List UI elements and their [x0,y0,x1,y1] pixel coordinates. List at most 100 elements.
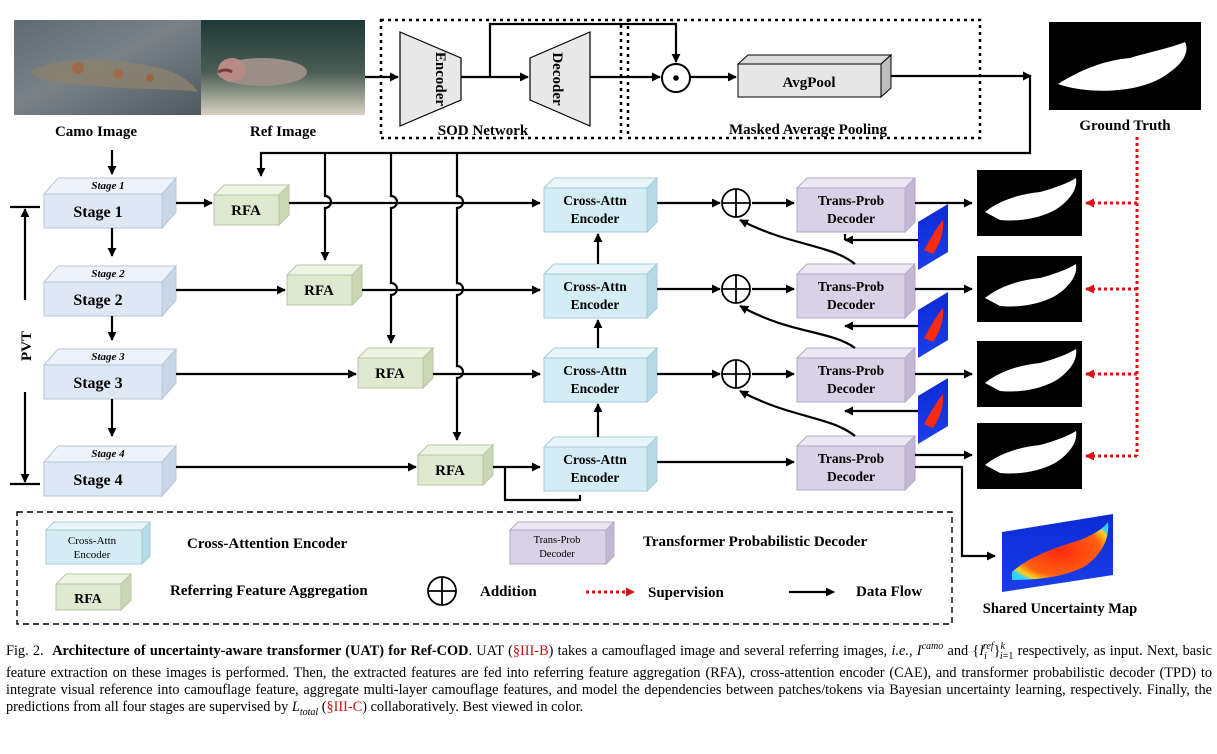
encoder-label: Encoder [432,52,448,107]
pvt-bracket [10,205,40,486]
prediction-mask-2 [977,256,1082,322]
stage-1-block: Stage 1 Stage 1 [42,176,178,230]
legend-cae-text: Cross-Attention Encoder [187,536,347,552]
stage-2-block: Stage 2 Stage 2 [42,264,178,318]
cae-2-line1: Cross-Attn [563,279,627,294]
stage-2-tag: Stage 2 [91,268,125,280]
ground-truth-label: Ground Truth [1079,118,1171,134]
decoder-label: Decoder [549,52,565,106]
tpd-4-line2: Decoder [827,469,875,484]
cae-1-line1: Cross-Attn [563,193,627,208]
caption-text-1: . UAT ( [468,642,513,659]
prediction-mask-3 [977,341,1082,407]
addition-operator-3 [721,359,751,389]
tpd-3-line1: Trans-Prob [818,363,884,378]
caption-text-2: ) takes a camouflaged image and several … [548,642,892,659]
cae-1-line2: Encoder [571,211,620,226]
rfa-1-label: RFA [231,203,261,219]
tpd-4-line1: Trans-Prob [818,451,884,466]
stage-3-label: Stage 3 [73,375,122,392]
rfa-4-label: RFA [435,463,465,479]
stage-4-block: Stage 4 Stage 4 [42,444,178,498]
stage-3-block: Stage 3 Stage 3 [42,347,178,401]
sod-network-label: SOD Network [438,123,529,139]
legend-box [16,511,953,625]
caption-title: Architecture of uncertainty-aware transf… [52,642,469,659]
legend-rfa-text: Referring Feature Aggregation [170,583,368,599]
caption-text-6: ( [318,699,327,716]
legend-tpd-swatch: Trans-Prob Decoder [508,520,616,566]
legend-rfa-swatch: RFA [54,572,133,612]
tpd-to-prediction-arrows [915,198,996,561]
decoder-block: Decoder [529,31,591,127]
legend-tpd-text: Transformer Probabilistic Decoder [643,534,867,550]
rfa-block-3: RFA [356,346,435,390]
tpd-1-line2: Decoder [827,211,875,226]
uncertainty-map-small-3 [918,378,948,444]
legend-cae-box-line2: Encoder [74,549,111,561]
legend-dataflow-text: Data Flow [856,584,922,600]
cae-block-3: Cross-Attn Encoder [542,346,659,404]
ref-image-label: Ref Image [250,124,317,140]
caption-fig-number: Fig. 2. [6,642,44,659]
tpd-1-line1: Trans-Prob [818,193,884,208]
caption-text-3: , [908,642,913,659]
rfa-block-1: RFA [212,183,291,227]
sod-network-box [379,18,623,140]
architecture-diagram: Camo Image Ref Image Encoder Decoder SOD… [10,18,1201,625]
stage-4-label: Stage 4 [73,472,122,489]
tpd-block-2: Trans-Prob Decoder [795,262,917,320]
legend-cae-box-line1: Cross-Attn [68,535,117,547]
ground-truth-image [1049,22,1201,110]
rfa-block-4: RFA [416,443,495,487]
rfa-2-label: RFA [304,283,334,299]
masked-pooling-label: Masked Average Pooling [729,122,888,138]
stage-4-tag: Stage 4 [91,448,125,460]
stage-2-label: Stage 2 [73,292,122,309]
prediction-mask-4 [977,423,1082,489]
legend-tpd-box-line1: Trans-Prob [534,535,581,546]
cae-block-1: Cross-Attn Encoder [542,176,659,234]
rfa-3-label: RFA [375,366,405,382]
uncertainty-map-small-1 [918,204,948,270]
stage-1-label: Stage 1 [73,204,122,221]
uncertainty-feedback-arrows [739,219,918,437]
addition-operator-1 [721,188,751,218]
caption-math-loss: Ltotal [291,699,319,719]
supervision-lines [1085,137,1139,461]
avgpool-block: AvgPool [736,53,893,99]
caption-math-ref: {Iiref}ki=1 [972,641,1014,662]
pvt-label: PVT [19,331,35,361]
caption-text-7: ) collaboratively. Best viewed in color. [362,699,584,716]
avgpool-label: AvgPool [782,75,835,91]
tpd-2-line1: Trans-Prob [818,279,884,294]
cae-to-tpd-arrows [657,198,795,467]
cae-4-line1: Cross-Attn [563,452,627,467]
caption-ie: i.e. [891,642,909,659]
cae-3-line1: Cross-Attn [563,363,627,378]
tpd-2-line2: Decoder [827,297,875,312]
caption-text-4: and [943,642,973,659]
stage-1-tag: Stage 1 [91,180,124,192]
figure-caption: Fig. 2. Architecture of uncertainty-awar… [6,638,1212,721]
cae-block-2: Cross-Attn Encoder [542,262,659,320]
legend-supervision-text: Supervision [648,585,725,601]
addition-operator-2 [721,274,751,304]
stage-3-tag: Stage 3 [91,351,125,363]
cae-2-line2: Encoder [571,297,620,312]
legend-cae-swatch: Cross-Attn Encoder [44,520,152,566]
camo-image-label: Camo Image [55,124,137,140]
ref-image [201,20,365,115]
tpd-3-line2: Decoder [827,381,875,396]
legend-tpd-box-line2: Decoder [539,549,575,560]
legend-rfa-box-label: RFA [74,592,103,607]
cae-block-4: Cross-Attn Encoder [542,435,659,493]
masked-pooling-box [626,18,982,140]
caption-math-camo: Icamo [916,641,944,659]
tpd-block-4: Trans-Prob Decoder [795,434,917,492]
encoder-block: Encoder [399,31,462,127]
shared-uncertainty-label: Shared Uncertainty Map [983,601,1137,617]
rfa-block-2: RFA [285,263,364,307]
caption-ref-1[interactable]: §III-B [512,642,549,659]
caption-ref-2[interactable]: §III-C [326,699,363,716]
